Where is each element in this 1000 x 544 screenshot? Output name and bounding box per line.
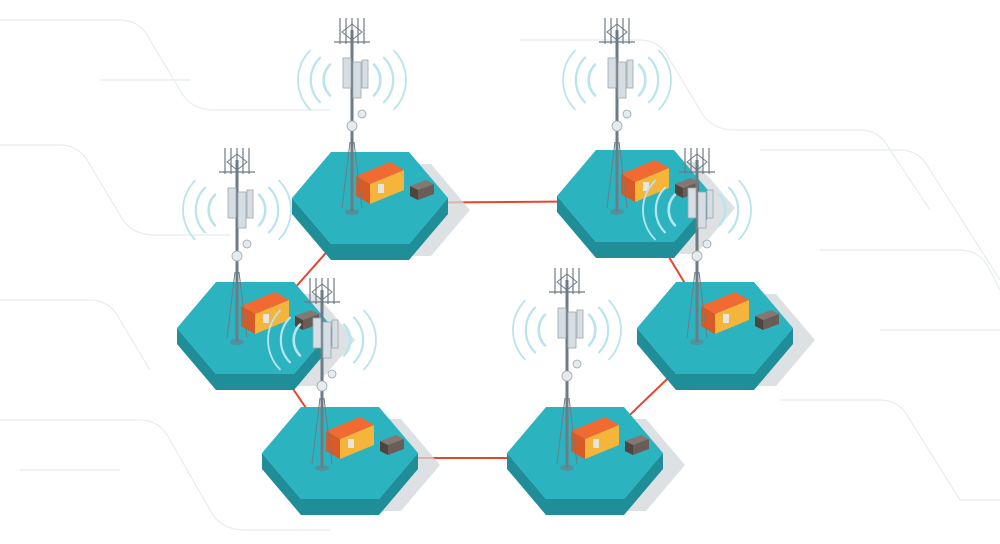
platform-side [507, 453, 663, 515]
signal-wave-icon [267, 309, 377, 371]
background-line [0, 19, 330, 111]
tower-site-top-left [292, 18, 470, 260]
cell-tower-icon [219, 148, 255, 345]
platform-side [557, 196, 713, 258]
equipment-shelter-icon [241, 292, 289, 334]
cell-tower-icon [549, 268, 585, 471]
platform-side [262, 453, 418, 515]
tower-site-top-right [557, 18, 735, 258]
equipment-shelter-icon [701, 292, 749, 334]
cell-tower-icon [679, 148, 715, 345]
equipment-shelter-icon [356, 162, 404, 204]
generator-icon [755, 310, 779, 330]
background-line [820, 249, 1000, 291]
platform-side [292, 198, 448, 260]
signal-wave-icon [512, 299, 622, 361]
platform-side [177, 328, 333, 390]
signal-wave-icon [642, 179, 752, 241]
signal-wave-icon [182, 179, 292, 241]
generator-icon [675, 178, 699, 198]
generator-icon [380, 435, 404, 455]
background-line [0, 419, 330, 531]
tower-site-mid-right [637, 148, 815, 390]
background-line [520, 39, 931, 211]
signal-wave-icon [562, 49, 672, 111]
tower-site-mid-left [177, 148, 355, 390]
background-lines [0, 19, 1000, 531]
generator-icon [625, 435, 649, 455]
tower-site-bottom-left [262, 278, 440, 515]
signal-wave-icon [297, 49, 407, 111]
equipment-shelter-icon [326, 417, 374, 459]
cell-tower-icon [334, 18, 370, 215]
cell-tower-icon [599, 18, 635, 215]
background-line [0, 144, 230, 236]
cell-tower-icon [304, 278, 340, 471]
platform-side [637, 328, 793, 390]
background-line [780, 399, 1000, 501]
background-line [760, 149, 1000, 281]
generator-icon [410, 180, 434, 200]
tower-sites [177, 18, 815, 515]
background-line [0, 299, 151, 371]
tower-site-bottom-right [507, 268, 685, 515]
equipment-shelter-icon [571, 417, 619, 459]
